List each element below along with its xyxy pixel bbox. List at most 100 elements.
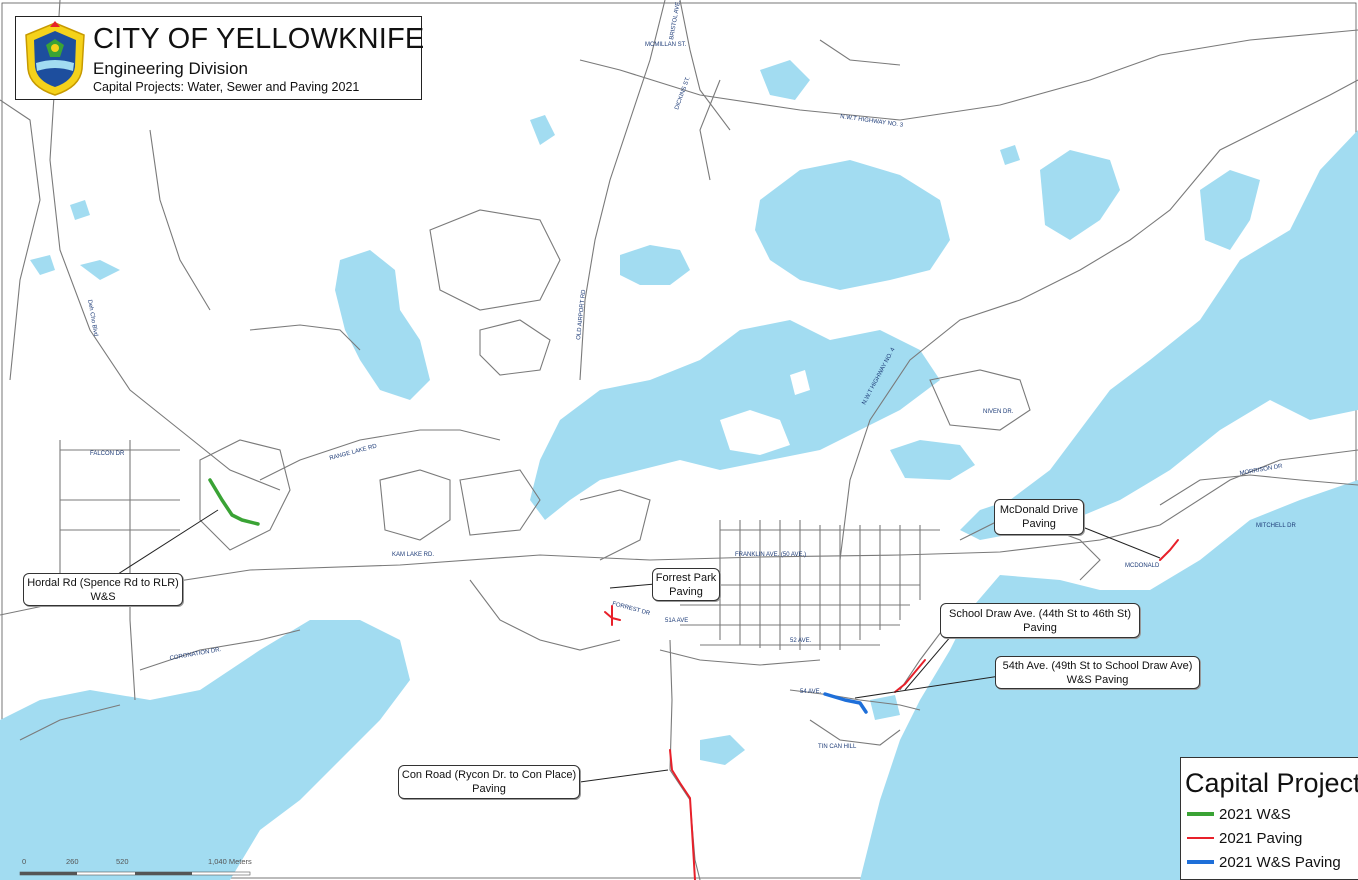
legend-swatch-paving-icon	[1187, 837, 1214, 839]
nwt-highway-4	[839, 79, 1358, 561]
road-label-54: 54 AVE.	[800, 689, 822, 695]
legend-swatch-ws-icon	[1187, 812, 1214, 816]
southwest-lake	[0, 620, 410, 880]
division-title: Engineering Division	[93, 59, 248, 78]
lake-niven	[890, 440, 975, 480]
callout-forrest-line2: Paving	[669, 585, 703, 598]
curry-dr	[19, 704, 121, 741]
ave54-road	[789, 689, 921, 711]
project-con-road-paving	[669, 749, 696, 880]
scale-label-520: 520	[116, 857, 129, 866]
scale-label-1040: 1,040 Meters	[208, 857, 252, 866]
scale-label-0: 0	[22, 857, 27, 866]
project-54th-ws-paving	[823, 692, 868, 714]
callout-54th-line1: 54th Ave. (49th St to School Draw Ave)	[1002, 659, 1193, 672]
legend-label-paving: 2021 Paving	[1219, 829, 1303, 847]
callout-con-road-line2: Paving	[472, 783, 506, 795]
lake-west-1	[70, 200, 90, 220]
road-label-franklin: FRANKLIN AVE. (50 AVE.)	[735, 552, 806, 558]
callout-mcdonald: McDonald Drive Paving	[994, 499, 1084, 535]
loop-4	[379, 469, 451, 541]
road-label-old-airport: OLD AIRPORT RD	[576, 289, 587, 340]
road-label-52: 52 AVE.	[790, 638, 812, 644]
legend-item-paving: 2021 Paving	[1187, 828, 1302, 848]
bristol-ave	[679, 0, 731, 131]
lake-north-1	[760, 60, 810, 100]
project-hordal-ws	[208, 478, 260, 526]
west-mid	[149, 129, 211, 311]
deh-cho-blvd	[49, 0, 281, 491]
callout-hordal-line1: Hordal Rd (Spence Rd to RLR)	[27, 576, 179, 589]
road-label-falcon: FALCON DR	[90, 451, 125, 457]
loop-5	[459, 469, 541, 536]
old-airport-road	[579, 0, 666, 381]
lake-south-pond-2	[870, 695, 900, 720]
road-label-tin-can: TIN CAN HILL	[818, 744, 857, 750]
road-label-niven: NIVEN DR.	[983, 409, 1014, 415]
lake-northeast	[1040, 150, 1120, 240]
con-road	[669, 639, 701, 880]
callout-con-road-line1: Con Road (Rycon Dr. to Con Place)	[401, 769, 577, 781]
road-label-mitchell: MITCHELL DR	[1256, 523, 1296, 529]
ave52	[659, 649, 821, 666]
road-label-mcdonald: MCDONALD	[1125, 563, 1160, 569]
legend-swatch-ws-paving-icon	[1187, 860, 1214, 864]
lake-south-pond	[700, 735, 745, 765]
coronation-dr	[139, 629, 301, 671]
scale-bar: 0 260 520 1,040 Meters	[0, 856, 300, 870]
city-crest-icon	[25, 21, 85, 96]
lake-west-2	[80, 260, 120, 280]
callout-hordal: Hordal Rd (Spence Rd to RLR) W&S	[23, 573, 183, 606]
callout-forrest-line1: Forrest Park	[655, 571, 717, 584]
loop-1	[429, 209, 561, 311]
project-school-draw-paving	[894, 659, 926, 693]
lake-north-3	[1000, 145, 1020, 165]
north-roads-1	[699, 79, 721, 181]
scale-label-260: 260	[66, 857, 79, 866]
tin-can	[809, 719, 901, 746]
project-mcdonald-paving	[1159, 539, 1179, 561]
lake-west-3	[30, 255, 55, 275]
forrest-area-2	[469, 579, 621, 651]
range-lake	[335, 250, 430, 400]
city-title: CITY OF YELLOWKNIFE	[93, 23, 425, 55]
kam-lake-franklin-road	[0, 449, 1358, 616]
scale-bar-graphic	[19, 871, 251, 876]
small-lake-mid	[790, 370, 810, 395]
callout-mcdonald-line2: Paving	[1022, 518, 1056, 530]
callout-54th-line2: W&S Paving	[1066, 673, 1129, 686]
legend-title: Capital Projects	[1185, 768, 1358, 798]
range-lake-road	[259, 429, 501, 481]
west-north-1	[0, 99, 41, 381]
north-roads-2	[819, 39, 901, 66]
callout-school-draw-line2: Paving	[1023, 621, 1057, 634]
lake-east-2	[1200, 170, 1260, 250]
forrest-area-1	[579, 489, 651, 561]
callout-forrest: Forrest Park Paving	[652, 568, 720, 601]
road-label-51a: 51A AVE	[665, 618, 688, 624]
lake-north-2	[530, 115, 555, 145]
finlayson	[249, 324, 361, 351]
legend-label-ws-paving: 2021 W&S Paving	[1219, 853, 1341, 871]
lake-center-island	[720, 410, 790, 455]
niven-loop	[929, 369, 1031, 431]
loop-3	[199, 439, 291, 551]
map-subtitle: Capital Projects: Water, Sewer and Pavin…	[93, 80, 360, 94]
project-forrest-paving	[604, 605, 621, 626]
legend-label-ws: 2021 W&S	[1219, 805, 1291, 823]
callout-con-road: Con Road (Rycon Dr. to Con Place) Paving	[398, 765, 580, 799]
nwt-highway-3	[579, 29, 1358, 121]
long-lake-north	[755, 160, 950, 290]
lake-east-small	[1270, 315, 1295, 340]
legend-item-ws: 2021 W&S	[1187, 804, 1291, 824]
title-block: CITY OF YELLOWKNIFE Engineering Division…	[15, 16, 425, 100]
callout-mcdonald-line1: McDonald Drive	[999, 504, 1079, 516]
map-legend: Capital Projects 2021 W&S 2021 Paving 20…	[1180, 757, 1358, 880]
callout-school-draw: School Draw Ave. (44th St to 46th St) Pa…	[940, 603, 1140, 638]
small-lake-1	[620, 245, 690, 285]
loop-2	[479, 319, 551, 376]
road-label-kam-lake: KAM LAKE RD.	[392, 552, 434, 558]
callout-school-draw-line1: School Draw Ave. (44th St to 46th St)	[948, 607, 1131, 620]
